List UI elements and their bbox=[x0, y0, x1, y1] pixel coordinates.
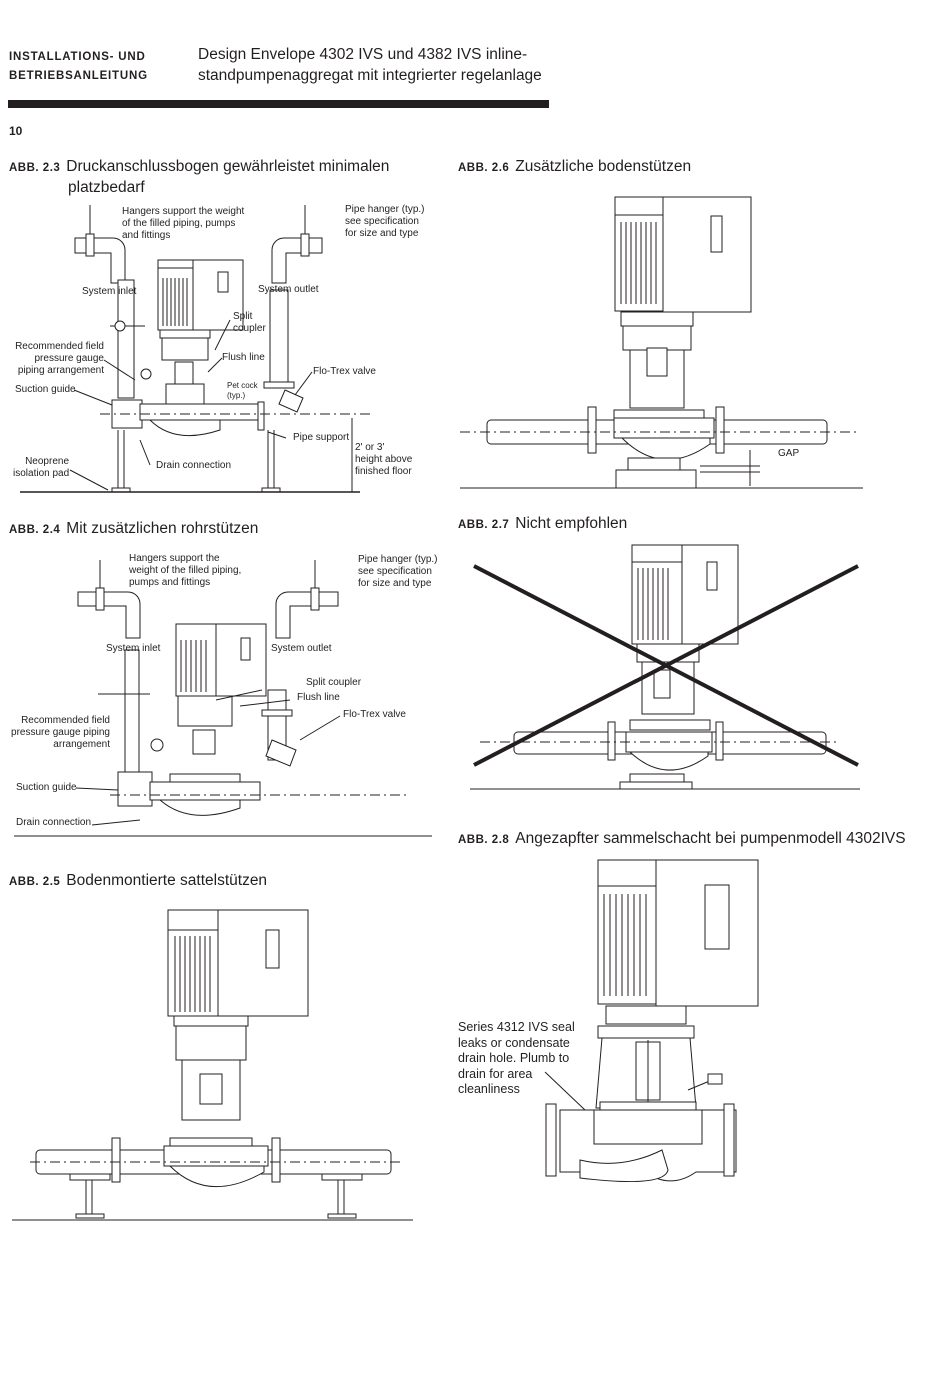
fig25-label: ABB. 2.5 bbox=[9, 876, 61, 888]
fig24-suction-guide: Suction guide bbox=[16, 782, 77, 793]
fig23-pet-cock-line2: (typ.) bbox=[227, 391, 246, 400]
fig24-label: ABB. 2.4 bbox=[9, 524, 61, 536]
fig23-pipe-hanger-line1: Pipe hanger (typ.) bbox=[345, 204, 425, 215]
fig24-pipe-hanger-line1: Pipe hanger (typ.) bbox=[358, 554, 438, 565]
document-title: Design Envelope 4302 IVS und 4382 IVS in… bbox=[198, 44, 558, 86]
fig24-caption-text: Mit zusätzlichen rohrstützen bbox=[66, 520, 259, 537]
fig23-flush-line: Flush line bbox=[222, 352, 265, 363]
fig23-height-line2: height above bbox=[355, 454, 413, 465]
fig28-caption-text: Angezapfter sammelschacht bei pumpenmode… bbox=[515, 830, 906, 847]
fig23-neoprene-pad: Neoprene isolation pad bbox=[13, 456, 69, 480]
fig23-caption-line2: platzbedarf bbox=[68, 179, 145, 196]
fig24-flo-trex-valve: Flo-Trex valve bbox=[343, 709, 406, 720]
manual-type-line2: BETRIEBSANLEITUNG bbox=[9, 70, 148, 82]
fig23-pipe-hanger-note: Pipe hanger (typ.) see specification for… bbox=[345, 204, 425, 240]
fig23-height-line3: finished floor bbox=[355, 466, 412, 477]
fig23-pet-cock-line1: Pet cock bbox=[227, 381, 258, 390]
fig24-pipe-hanger-line3: for size and type bbox=[358, 578, 432, 589]
fig24-gauge-line3: arrangement bbox=[53, 739, 110, 750]
fig23-gauge-note: Recommended field pressure gauge piping … bbox=[14, 341, 104, 377]
fig23-drain-connection: Drain connection bbox=[156, 460, 232, 471]
fig28-note-line4: drain for area bbox=[458, 1066, 533, 1081]
fig23-split-coupler: Split coupler bbox=[233, 311, 266, 335]
fig24-flush-line: Flush line bbox=[297, 692, 340, 703]
fig23-pipe-hanger-line3: for size and type bbox=[345, 228, 419, 239]
fig24-split-coupler: Split coupler bbox=[306, 677, 362, 688]
fig24-gauge-line1: Recommended field bbox=[21, 715, 110, 726]
fig23-split-line2: coupler bbox=[233, 323, 266, 334]
fig23-pipe-hanger-line2: see specification bbox=[345, 216, 419, 227]
fig23-caption-line1: Druckanschlussbogen gewährleistet minima… bbox=[66, 158, 390, 175]
fig23-gauge-line3: piping arrangement bbox=[17, 365, 104, 376]
fig28-note-line1: Series 4312 IVS seal bbox=[458, 1020, 575, 1034]
fig23-system-inlet: System inlet bbox=[82, 286, 137, 297]
fig24-caption: ABB. 2.4 Mit zusätzlichen rohrstützen bbox=[9, 518, 258, 541]
fig23-split-line1: Split bbox=[233, 311, 253, 322]
fig23-neoprene-line2: isolation pad bbox=[13, 468, 70, 479]
fig23-pet-cock: Pet cock (typ.) bbox=[227, 381, 258, 401]
document-title-line1: Design Envelope 4302 IVS und 4382 IVS in… bbox=[198, 46, 528, 63]
fig23-hangers-line1: Hangers support the weight bbox=[122, 206, 245, 217]
fig25-caption-text: Bodenmontierte sattelstützen bbox=[66, 872, 268, 889]
fig28-note: Series 4312 IVS seal leaks or condensate… bbox=[458, 1020, 575, 1098]
fig24-pipe-hanger-line2: see specification bbox=[358, 566, 432, 577]
document-title-line2: standpumpenaggregat mit integrierter reg… bbox=[198, 67, 542, 84]
fig23-gauge-line1: Recommended field bbox=[15, 341, 104, 352]
fig28-caption: ABB. 2.8 Angezapfter sammelschacht bei pu… bbox=[458, 828, 906, 851]
fig28-label: ABB. 2.8 bbox=[458, 834, 510, 846]
fig28-note-line2: leaks or condensate bbox=[458, 1035, 570, 1050]
fig26-caption: ABB. 2.6 Zusätzliche bodenstützen bbox=[458, 156, 691, 179]
fig27-caption-text: Nicht empfohlen bbox=[515, 515, 628, 532]
header-rule bbox=[8, 100, 549, 108]
fig23-flo-trex-valve: Flo-Trex valve bbox=[313, 366, 376, 377]
fig25-caption: ABB. 2.5 Bodenmontierte sattelstützen bbox=[9, 870, 267, 893]
fig23-hangers-note: Hangers support the weight of the filled… bbox=[122, 206, 244, 242]
fig27-caption: ABB. 2.7 Nicht empfohlen bbox=[458, 513, 627, 536]
fig24-hangers-line1: Hangers support the bbox=[129, 553, 220, 564]
fig23-label: ABB. 2.3 bbox=[9, 162, 61, 174]
fig23-suction-guide: Suction guide bbox=[15, 384, 76, 395]
fig24-hangers-note: Hangers support the weight of the filled… bbox=[129, 553, 241, 589]
fig23-pipe-support: Pipe support bbox=[293, 432, 350, 443]
fig23-system-outlet: System outlet bbox=[258, 284, 319, 295]
fig28-note-line3: drain hole. Plumb to bbox=[458, 1051, 570, 1065]
fig24-drain-connection: Drain connection bbox=[16, 817, 92, 828]
fig23-hangers-line2: of the filled piping, pumps bbox=[122, 218, 236, 229]
fig24-pipe-hanger-note: Pipe hanger (typ.) see specification for… bbox=[358, 554, 438, 590]
fig24-hangers-line3: pumps and fittings bbox=[129, 577, 211, 588]
fig24-system-outlet: System outlet bbox=[271, 643, 332, 654]
page-number: 10 bbox=[9, 124, 23, 138]
manual-type-line1: INSTALLATIONS- UND bbox=[9, 51, 146, 63]
fig26-caption-text: Zusätzliche bodenstützen bbox=[515, 158, 692, 175]
fig23-neoprene-line1: Neoprene bbox=[25, 456, 69, 467]
fig24-gauge-note: Recommended field pressure gauge piping … bbox=[11, 715, 110, 751]
fig23-height-note: 2' or 3' height above finished floor bbox=[355, 442, 412, 478]
fig24-system-inlet: System inlet bbox=[106, 643, 161, 654]
fig23-caption: ABB. 2.3 Druckanschlussbogen gewährleiste… bbox=[9, 156, 389, 179]
fig23-hangers-line3: and fittings bbox=[122, 230, 171, 241]
fig26-gap-label: GAP bbox=[778, 448, 799, 459]
fig24-hangers-line2: weight of the filled piping, bbox=[129, 565, 242, 576]
fig27-label: ABB. 2.7 bbox=[458, 519, 510, 531]
fig26-label: ABB. 2.6 bbox=[458, 162, 510, 174]
fig24-gauge-line2: pressure gauge piping bbox=[11, 727, 110, 738]
fig23-height-line1: 2' or 3' bbox=[355, 442, 385, 453]
fig23-gauge-line2: pressure gauge bbox=[34, 353, 105, 364]
fig28-note-line5: cleanliness bbox=[458, 1082, 520, 1096]
manual-type: INSTALLATIONS- UND BETRIEBSANLEITUNG bbox=[9, 48, 148, 86]
